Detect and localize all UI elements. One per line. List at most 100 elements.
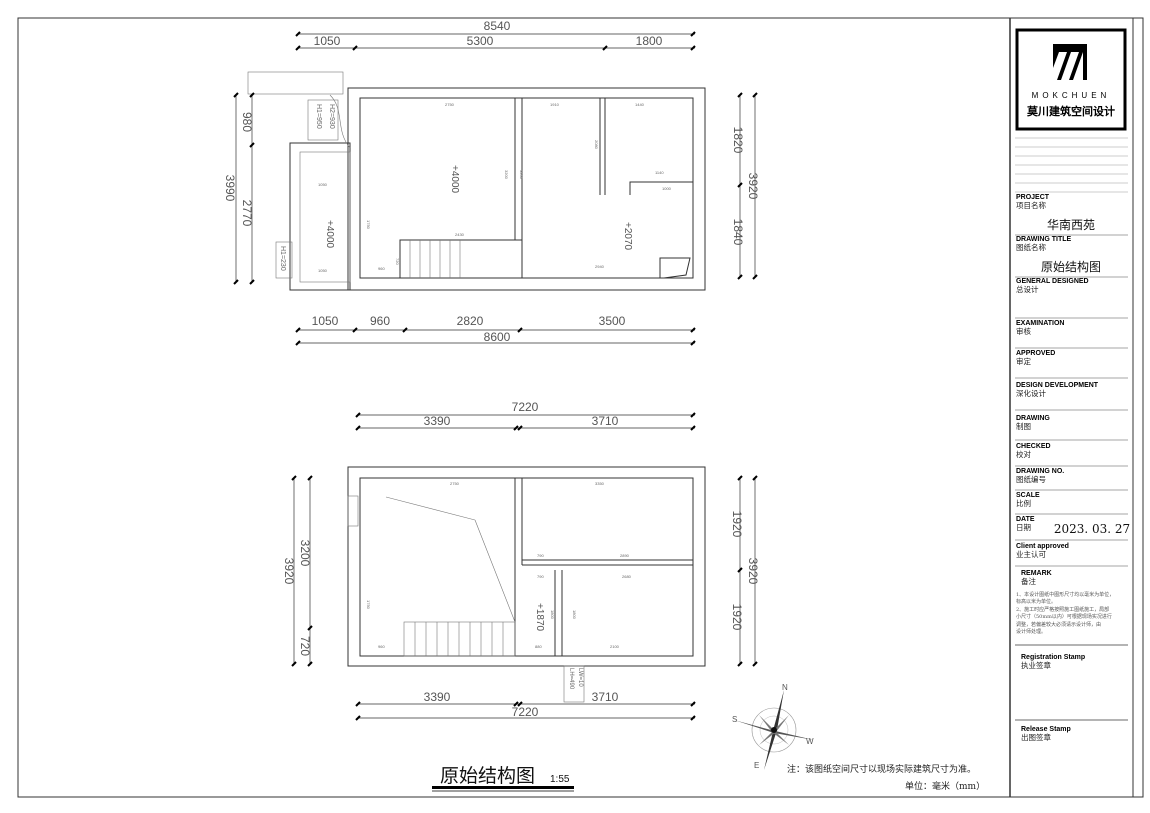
title-underline xyxy=(432,786,574,789)
field-label-en: Client approved xyxy=(1016,543,1069,550)
svg-text:720: 720 xyxy=(395,258,400,265)
beam-tag: LW=10 xyxy=(577,668,583,687)
dim-right: 1920 xyxy=(730,604,744,631)
field-label-en: APPROVED xyxy=(1016,350,1055,357)
dim-bottom: 3500 xyxy=(599,314,626,328)
svg-text:2、施工时应严格按照施工图纸施工，局部: 2、施工时应严格按照施工图纸施工，局部 xyxy=(1016,606,1109,613)
dim-left: 3200 xyxy=(298,540,312,567)
field-label-cn: 深化设计 xyxy=(1016,388,1046,398)
svg-text:1140: 1140 xyxy=(655,170,664,175)
dim-right-total: 3920 xyxy=(746,558,760,585)
svg-text:3200: 3200 xyxy=(504,170,509,180)
svg-text:1000: 1000 xyxy=(662,186,672,191)
remarks: 1、本设计图纸中图形尺寸均以毫米为单位， 标高以米为单位。 2、施工时应严格按照… xyxy=(1016,591,1114,635)
level-mark: +4000 xyxy=(449,165,460,194)
field-label-cn: 项目名称 xyxy=(1016,200,1046,210)
field-label-en: DRAWING xyxy=(1016,415,1050,422)
field-label-en: Release Stamp xyxy=(1021,726,1071,733)
field-label-cn: 出图签章 xyxy=(1021,732,1051,742)
field-label-cn: 总设计 xyxy=(1016,284,1039,294)
dim-bottom: 1050 xyxy=(312,314,339,328)
svg-text:S: S xyxy=(732,715,737,724)
field-label-cn: 比例 xyxy=(1016,498,1031,508)
svg-text:1050: 1050 xyxy=(318,268,328,273)
svg-text:2100: 2100 xyxy=(610,644,620,649)
drawing-scale: 1:55 xyxy=(550,774,570,785)
dim-left: 720 xyxy=(298,636,312,656)
company-logo: MOKCHUEN 莫川建筑空间设计 xyxy=(1015,28,1127,131)
svg-text:N: N xyxy=(782,683,788,692)
dim-right: 1840 xyxy=(731,219,745,246)
field-value: 2023. 03. 27 xyxy=(1054,522,1130,536)
svg-text:2940: 2940 xyxy=(595,264,605,269)
dim-bottom: 3390 xyxy=(424,690,451,704)
svg-text:3350: 3350 xyxy=(595,481,605,486)
field-label-en: CHECKED xyxy=(1016,443,1051,450)
dim-top: 3390 xyxy=(424,414,451,428)
level-mark: +1870 xyxy=(534,603,545,632)
svg-text:960: 960 xyxy=(378,644,385,649)
level-mark: +2070 xyxy=(622,222,633,251)
field-label-cn: 制图 xyxy=(1016,421,1031,431)
dim-left: 980 xyxy=(240,112,254,132)
dim-right: 1820 xyxy=(731,127,745,154)
title-block: MOKCHUEN 莫川建筑空间设计 PROJECT项目名称华南西苑DRAWING… xyxy=(1015,28,1130,742)
sheet-border xyxy=(17,17,1144,798)
dim-left: 2770 xyxy=(240,200,254,227)
svg-text:2680: 2680 xyxy=(622,574,632,579)
upper-floor-plan: H2=930 H1=950 H1=230 +4000 +4000 +2070 2… xyxy=(223,19,760,346)
svg-text:小尺寸（50mm以内）可根据现场实况进行: 小尺寸（50mm以内）可根据现场实况进行 xyxy=(1016,613,1112,620)
dim-left-total: 3990 xyxy=(223,175,237,202)
field-label-cn: 日期 xyxy=(1016,523,1031,532)
field-label-en: Registration Stamp xyxy=(1021,654,1085,661)
field-label-en: DRAWING TITLE xyxy=(1016,236,1072,243)
svg-text:880: 880 xyxy=(535,644,542,649)
svg-text:W: W xyxy=(806,737,814,746)
svg-text:1750: 1750 xyxy=(366,600,371,610)
dim-top: 1050 xyxy=(314,34,341,48)
svg-text:1440: 1440 xyxy=(635,102,645,107)
inner-dimensions: 2750 3350 2890 2680 790 790 2100 1750 18… xyxy=(366,481,632,649)
drawing-note: 注：该图纸空间尺寸以现场实际建筑尺寸为准。 xyxy=(787,763,976,775)
dim-left-total: 3920 xyxy=(282,558,296,585)
svg-text:2750: 2750 xyxy=(445,102,455,107)
dim-top: 5300 xyxy=(467,34,494,48)
compass-rose-icon: N S E W xyxy=(732,683,814,770)
field-label-cn: 审定 xyxy=(1016,356,1032,366)
dim-bottom: 2820 xyxy=(457,314,484,328)
svg-text:1800: 1800 xyxy=(550,610,555,620)
svg-text:1800: 1800 xyxy=(572,610,577,620)
svg-text:3200: 3200 xyxy=(519,170,524,180)
svg-text:790: 790 xyxy=(537,553,544,558)
svg-text:2080: 2080 xyxy=(594,140,599,150)
dim-right: 1920 xyxy=(730,511,744,538)
dim-right-total: 3920 xyxy=(746,173,760,200)
svg-text:E: E xyxy=(754,761,759,770)
level-mark: +4000 xyxy=(324,220,335,249)
field-value: 原始结构图 xyxy=(1041,259,1101,274)
dim-bottom-total: 7220 xyxy=(512,705,539,719)
beam-tag: H1=950 xyxy=(315,104,322,129)
field-label-en: DATE xyxy=(1016,516,1035,523)
field-label-en: DRAWING NO. xyxy=(1016,468,1064,475)
field-label-en: PROJECT xyxy=(1016,194,1050,201)
dim-top: 1800 xyxy=(636,34,663,48)
svg-text:1750: 1750 xyxy=(366,220,371,230)
title-field: DRAWING NO.图纸编号 xyxy=(1016,468,1064,484)
drawing-title: 原始结构图 xyxy=(440,765,535,787)
svg-text:设计师处理。: 设计师处理。 xyxy=(1016,628,1046,635)
field-label-en: DESIGN DEVELOPMENT xyxy=(1016,382,1099,389)
beam-tag: H2=930 xyxy=(328,104,335,129)
